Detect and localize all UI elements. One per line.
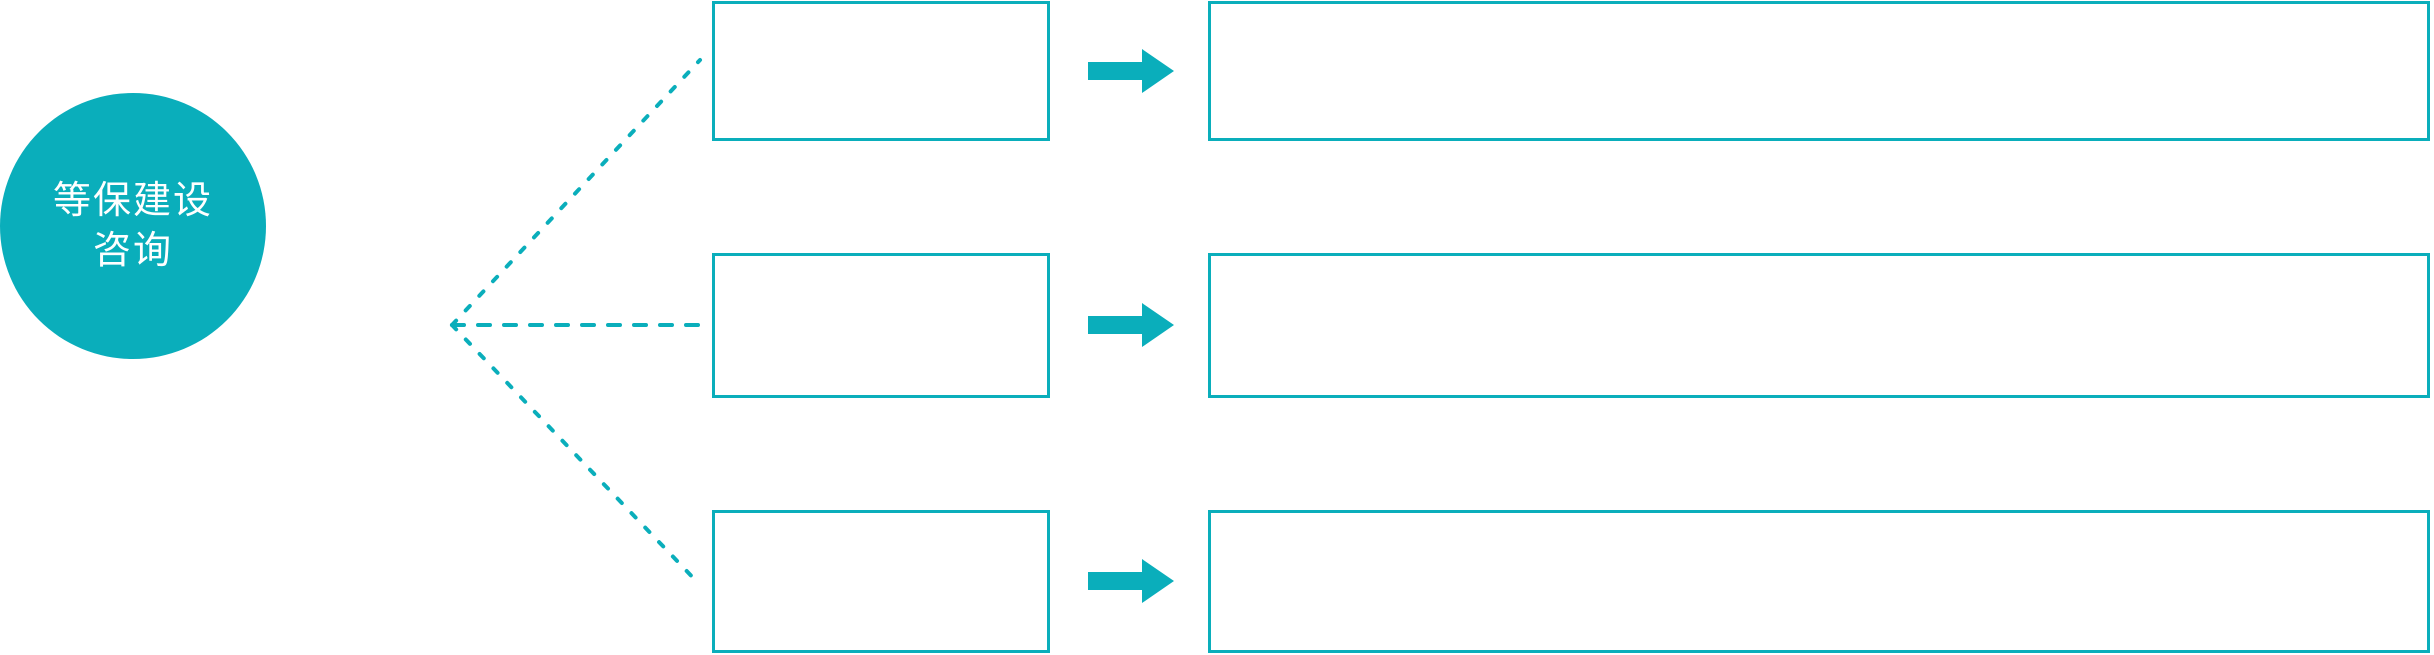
wide-box-row-1[interactable] [1208,1,2430,141]
wide-box-row-2[interactable] [1208,253,2430,398]
small-box-row-2[interactable] [712,253,1050,398]
right-arrow-icon-row-3 [1088,559,1174,603]
hub-circle[interactable]: 等保建设 咨询 [0,93,266,359]
small-box-row-1[interactable] [712,1,1050,141]
connector-line-top [450,58,702,327]
wide-box-row-3[interactable] [1208,510,2430,653]
small-box-row-3[interactable] [712,510,1050,653]
connector-line-bottom [450,323,702,587]
right-arrow-icon-row-2 [1088,303,1174,347]
hub-label-line-1: 等保建设 [52,180,213,222]
hub-label-line-2: 咨询 [92,230,173,272]
right-arrow-icon-row-1 [1088,49,1174,93]
